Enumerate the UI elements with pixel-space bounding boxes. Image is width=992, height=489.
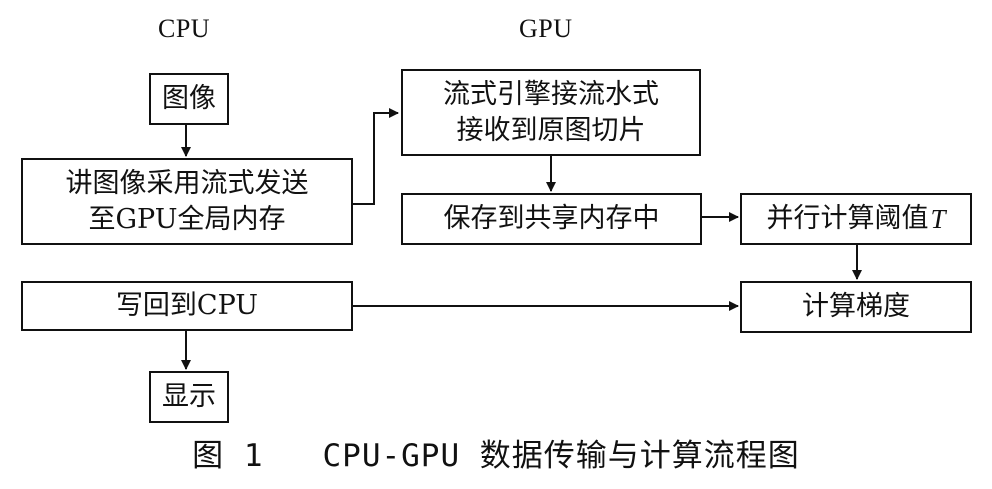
display-label: 显示 [162,381,216,412]
write-back-node: 写回到CPU [21,281,353,331]
send-to-gpu-line2: 至GPU全局内存 [88,203,286,235]
image-node-label: 图像 [162,83,216,114]
send-to-gpu-node: 讲图像采用流式发送 至GPU全局内存 [21,158,353,245]
display-node: 显示 [149,371,229,423]
stream-engine-line1: 流式引擎接流水式 [443,78,659,110]
save-shared-memory-node: 保存到共享内存中 [401,193,702,245]
parallel-threshold-label: 并行计算阈值 [766,203,929,234]
write-back-label: 写回到CPU [115,290,259,321]
compute-gradient-label: 计算梯度 [802,291,910,322]
stream-engine-node: 流式引擎接流水式 接收到原图切片 [401,69,701,156]
cpu-column-label: CPU [158,14,211,43]
compute-gradient-node: 计算梯度 [740,281,972,333]
gpu-column-label: GPU [519,14,573,43]
image-node: 图像 [149,73,229,125]
save-shared-memory-label: 保存到共享内存中 [443,203,660,234]
stream-engine-line2: 接收到原图切片 [456,114,646,146]
edge-send-to-stream [353,108,399,205]
figure-caption: 图 1 CPU-GPU 数据传输与计算流程图 [192,438,800,474]
send-to-gpu-line1: 讲图像采用流式发送 [65,167,309,199]
threshold-variable: T [930,204,946,234]
